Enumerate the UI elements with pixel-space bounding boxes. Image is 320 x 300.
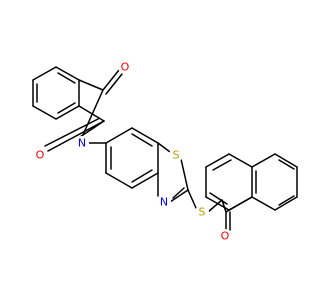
svg-text:N: N	[160, 196, 168, 209]
svg-text:O: O	[36, 149, 45, 162]
bond-13	[102, 69, 120, 91]
bond-11	[81, 89, 104, 138]
bond-24	[131, 133, 153, 147]
bond-30	[180, 158, 189, 191]
svg-text:O: O	[121, 61, 130, 74]
bond-29	[169, 189, 189, 203]
bond-47	[228, 153, 253, 168]
bond-7	[57, 102, 76, 114]
bond-2	[55, 105, 80, 120]
bond-48	[205, 153, 230, 168]
svg-text:S: S	[199, 206, 206, 219]
bond-21	[131, 172, 159, 189]
svg-text:N: N	[78, 137, 86, 150]
bond-5	[32, 66, 57, 81]
imide-oxygen-bottom: O	[33, 148, 47, 162]
bond-45	[278, 159, 295, 170]
bond-3	[32, 105, 57, 120]
bond-0	[55, 66, 80, 81]
bond-31	[172, 187, 185, 199]
bond-43	[251, 196, 276, 211]
svg-text:S: S	[173, 149, 180, 162]
bond-lines	[32, 66, 298, 231]
bond-33	[207, 199, 223, 213]
ketone-oxygen: O	[218, 229, 232, 243]
bond-50	[205, 196, 230, 211]
bond-6	[57, 72, 76, 84]
thiazole-nitrogen: N	[157, 195, 171, 209]
imide-oxygen-top: O	[118, 60, 132, 74]
bond-46	[278, 195, 295, 206]
bond-52	[212, 159, 232, 171]
bond-32	[187, 189, 197, 209]
imide-nitrogen: N	[75, 136, 89, 150]
bond-19	[131, 127, 159, 144]
bond-14	[105, 73, 123, 95]
bond-15	[47, 120, 105, 152]
bond-25	[131, 169, 153, 183]
bond-53	[209, 192, 228, 205]
bond-40	[274, 153, 298, 168]
bond-42	[274, 196, 298, 211]
bond-51	[228, 196, 253, 211]
bond-9	[78, 79, 104, 91]
thioether-sulfur: S	[195, 205, 209, 219]
bond-27	[157, 142, 171, 153]
bond-16	[44, 118, 99, 147]
molecule-structure-diagram: O O N S N S O	[32, 60, 298, 243]
bond-39	[251, 153, 276, 168]
bond-10	[78, 105, 105, 122]
bond-18	[105, 127, 133, 144]
thiazole-sulfur: S	[169, 148, 183, 162]
atom-labels: O O N S N S O	[33, 60, 232, 243]
svg-text:O: O	[221, 230, 230, 243]
bond-22	[105, 172, 133, 189]
